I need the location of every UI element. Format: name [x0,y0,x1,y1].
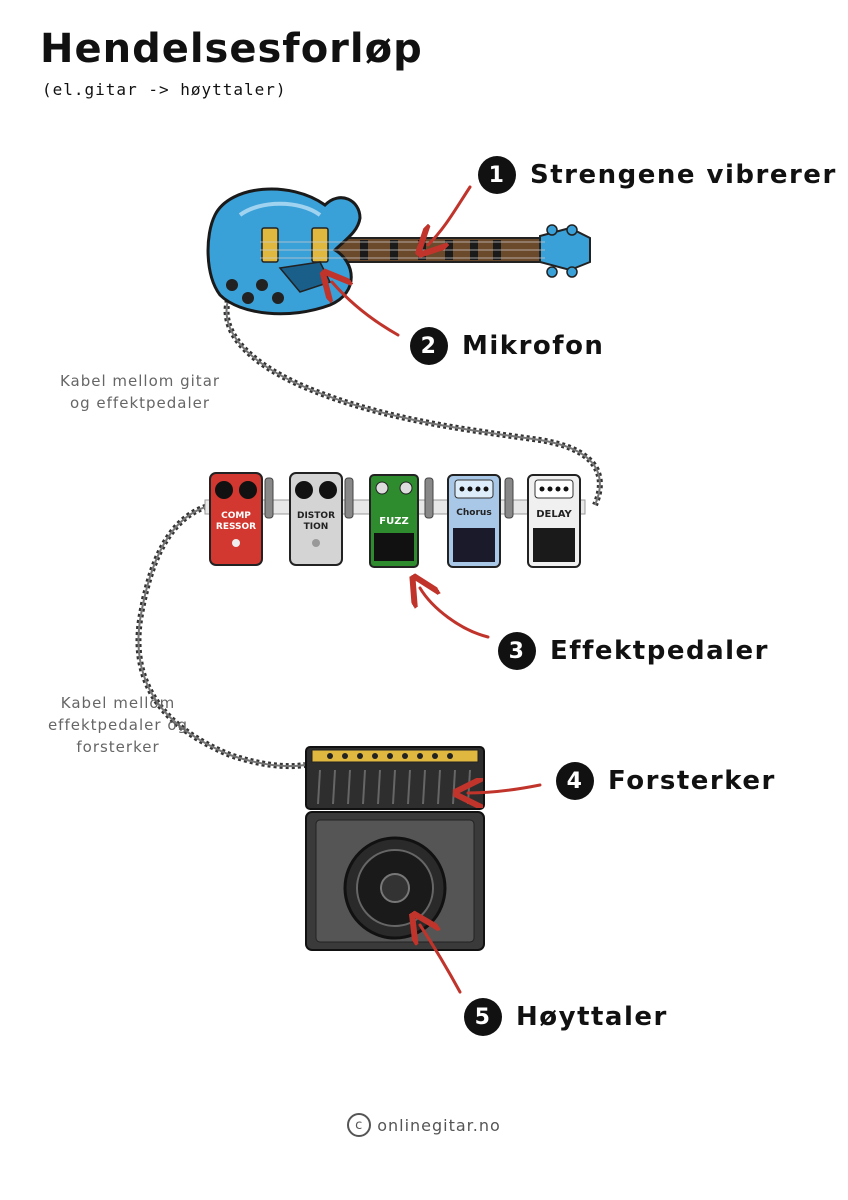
pedal-chorus [447,474,501,568]
pedal-fuzz [369,474,419,568]
step-pickup: 2 Mikrofon [410,327,604,365]
pedal-label-delay: DELAY [536,509,572,520]
step-amplifier: 4 Forsterker [556,762,776,800]
step-speaker: 5 Høyttaler [464,998,668,1036]
cable-pedals-to-amp [135,502,306,770]
amplifier-head-icon [305,746,485,810]
cable-label-pedals-amp-line-2: effektpedaler og [47,716,189,734]
step-number-5: 5 [464,998,502,1036]
arrow-strings [428,185,472,245]
step-pedals: 3 Effektpedaler [498,632,769,670]
copyright-icon: c [347,1113,372,1137]
footer-credit-text: onlinegitar.no [377,1115,501,1135]
step-number-2: 2 [410,327,448,365]
arrow-speaker [420,925,462,994]
cable-label-pedals-amp-line-1: Kabel mellom [60,694,176,712]
cable-label-pedals-amp-line-3: forsterker [76,738,160,756]
cable-guitar-to-pedals [223,299,603,507]
pedal-label-fuzz: FUZZ [379,516,408,527]
cable-label-pedals-amp: Kabel mellom effektpedaler og forsterker [28,692,208,758]
step-label-speaker: Høyttaler [516,1002,668,1032]
arrow-pickup [332,282,400,337]
cable-label-guitar-pedals-line-2: og effektpedaler [69,394,211,412]
page-title: Hendelsesforløp [40,26,423,72]
speaker-cabinet-icon [305,811,485,951]
step-label-pedals: Effektpedaler [550,636,770,666]
pedal-label-compressor-2: RESSOR [216,522,256,532]
pedal-label-distortion-2: TION [304,522,329,532]
pedal-delay [527,474,581,568]
pedal-label-chorus: Chorus [456,508,491,518]
step-label-amplifier: Forsterker [608,766,776,796]
pedal-label-compressor-1: COMP [221,511,251,521]
cable-label-guitar-pedals-line-1: Kabel mellom gitar [59,372,221,390]
pedal-labels: COMP RESSOR DISTOR TION FUZZ Chorus DELA… [216,508,573,532]
step-label-pickup: Mikrofon [462,331,605,361]
pedal-label-distortion-1: DISTOR [297,511,335,521]
page-subtitle: (el.gitar -> høyttaler) [42,80,287,99]
cable-label-guitar-pedals: Kabel mellom gitar og effektpedaler [40,370,240,414]
step-number-1: 1 [478,156,516,194]
pedal-compressor [209,472,263,566]
step-number-3: 3 [498,632,536,670]
electric-guitar-icon [206,187,591,316]
step-number-4: 4 [556,762,594,800]
step-strings: 1 Strengene vibrerer [478,156,837,194]
arrow-amp [468,785,542,793]
step-label-strings: Strengene vibrerer [530,160,837,190]
pedal-distortion [289,472,343,566]
arrows [332,185,542,994]
arrow-pedals [420,588,490,639]
footer-credit: c onlinegitar.no [0,1113,848,1137]
